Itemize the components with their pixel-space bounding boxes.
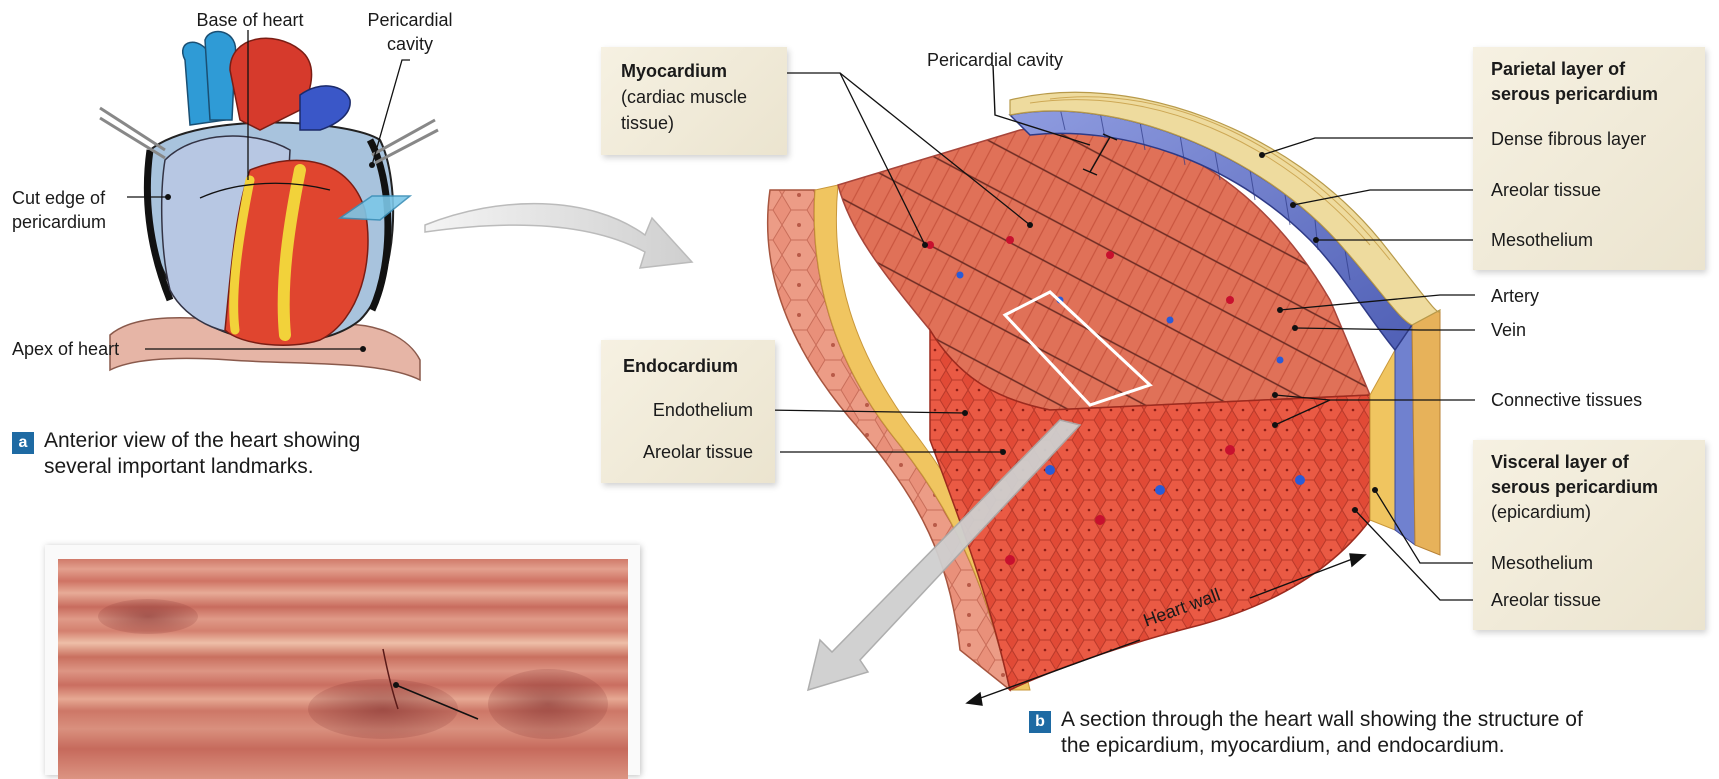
- badge-a: a: [12, 432, 34, 454]
- label-parietal-areolar: Areolar tissue: [1491, 178, 1601, 202]
- micrograph-pointer: [58, 559, 628, 779]
- label-artery: Artery: [1491, 284, 1539, 308]
- parietal-title-2: serous pericardium: [1491, 82, 1658, 106]
- visceral-layer-box: Visceral layer of serous pericardium (ep…: [1473, 440, 1705, 630]
- caption-a-line2: several important landmarks.: [44, 454, 314, 480]
- visceral-title-2: serous pericardium: [1491, 475, 1658, 499]
- label-vein: Vein: [1491, 318, 1526, 342]
- label-pericardial-cavity-a1: Pericardial: [350, 8, 470, 32]
- label-dense-fibrous: Dense fibrous layer: [1491, 127, 1646, 151]
- caption-b-line1: A section through the heart wall showing…: [1061, 707, 1583, 733]
- label-base-of-heart: Base of heart: [180, 8, 320, 32]
- badge-b: b: [1029, 711, 1051, 733]
- endocardium-title: Endocardium: [623, 354, 738, 378]
- cardiac-muscle-micrograph: [58, 559, 628, 779]
- label-pericardial-cavity-b: Pericardial cavity: [900, 48, 1090, 72]
- parietal-title-1: Parietal layer of: [1491, 57, 1625, 81]
- panel-link-arrow: [425, 204, 692, 268]
- parietal-layer-box: Parietal layer of serous pericardium Den…: [1473, 47, 1705, 270]
- label-apex-of-heart: Apex of heart: [12, 337, 119, 361]
- myocardium-label-box: Myocardium (cardiac muscle tissue): [601, 47, 787, 155]
- heart-wall-section: [768, 92, 1440, 690]
- caption-a-line1: Anterior view of the heart showing: [44, 428, 360, 454]
- visceral-title-1: Visceral layer of: [1491, 450, 1629, 474]
- label-endothelium: Endothelium: [653, 398, 753, 422]
- myocardium-line2: (cardiac muscle: [621, 85, 747, 109]
- label-visceral-areolar: Areolar tissue: [1491, 588, 1601, 612]
- label-cut-edge-2: pericardium: [12, 210, 106, 234]
- caption-b-line2: the epicardium, myocardium, and endocard…: [1061, 733, 1505, 759]
- light-micrograph-frame: [45, 545, 640, 775]
- label-pericardial-cavity-a2: cavity: [350, 32, 470, 56]
- label-connective-tissues: Connective tissues: [1491, 388, 1642, 412]
- myocardium-line3: tissue): [621, 111, 674, 135]
- label-visceral-mesothelium: Mesothelium: [1491, 551, 1593, 575]
- label-endo-areolar: Areolar tissue: [643, 440, 753, 464]
- endocardium-label-box: Endocardium Endothelium Areolar tissue: [601, 340, 775, 483]
- visceral-subtitle: (epicardium): [1491, 500, 1591, 524]
- label-cut-edge-1: Cut edge of: [12, 186, 105, 210]
- heart-illustration: [100, 32, 438, 380]
- myocardium-title: Myocardium: [621, 59, 727, 83]
- label-parietal-mesothelium: Mesothelium: [1491, 228, 1593, 252]
